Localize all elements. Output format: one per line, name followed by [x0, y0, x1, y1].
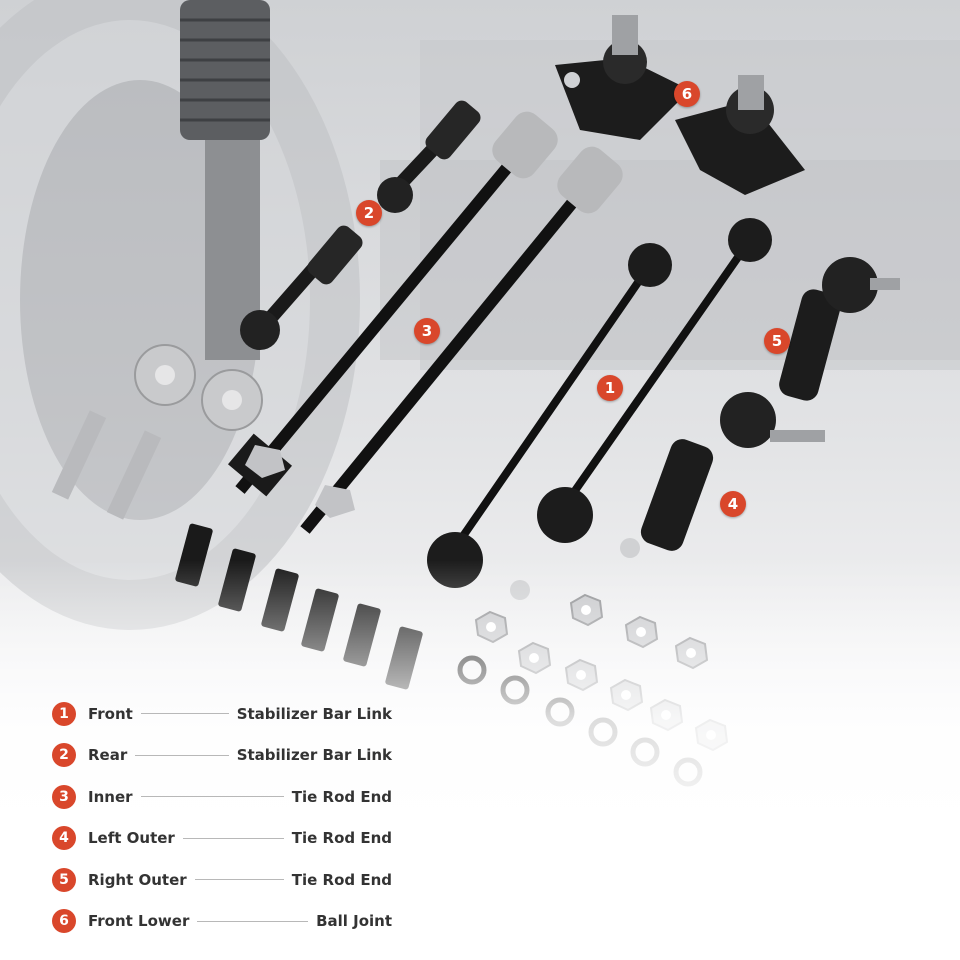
legend-divider	[135, 754, 229, 756]
legend-number: 2	[52, 743, 76, 768]
legend-number: 1	[52, 701, 76, 726]
legend-divider	[197, 920, 309, 922]
legend-divider	[182, 837, 284, 839]
inner-tie-rod-2	[300, 146, 623, 534]
front-stabilizer-link-2	[537, 218, 772, 558]
legend-part: Stabilizer Bar Link	[236, 746, 392, 765]
right-outer-tie-rod-end	[779, 257, 900, 401]
legend-position: Rear	[88, 746, 128, 765]
marker-2: 2	[356, 200, 382, 226]
marker-5: 5	[764, 328, 790, 354]
marker-1: 1	[597, 375, 623, 401]
silver-bolts	[51, 410, 162, 520]
legend-position: Inner	[88, 787, 133, 806]
legend-row: 1 Front Stabilizer Bar Link	[52, 693, 392, 735]
marker-4: 4	[720, 491, 746, 517]
inner-tie-rod-1	[227, 111, 558, 497]
left-outer-tie-rod-end	[640, 392, 825, 551]
legend-divider	[140, 796, 284, 798]
legend-position: Front Lower	[88, 912, 190, 931]
legend-divider	[140, 713, 229, 715]
legend-position: Right Outer	[88, 870, 187, 889]
legend-number: 5	[52, 867, 76, 892]
legend-row: 2 Rear Stabilizer Bar Link	[52, 735, 392, 777]
legend-part: Ball Joint	[316, 912, 392, 931]
legend-part: Tie Rod End	[291, 870, 392, 889]
legend-position: Front	[88, 704, 133, 723]
legend-row: 5 Right Outer Tie Rod End	[52, 859, 392, 901]
legend-divider	[194, 879, 284, 881]
washers	[134, 344, 263, 431]
legend-part: Stabilizer Bar Link	[236, 704, 392, 723]
rear-stabilizer-link	[240, 100, 481, 350]
ball-joint-2	[675, 75, 805, 195]
legend-row: 3 Inner Tie Rod End	[52, 776, 392, 818]
legend-position: Left Outer	[88, 829, 175, 848]
marker-3: 3	[414, 318, 440, 344]
legend-number: 4	[52, 826, 76, 851]
parts-legend: 1 Front Stabilizer Bar Link 2 Rear Stabi…	[52, 693, 392, 942]
legend-number: 3	[52, 784, 76, 809]
ball-joint-1	[555, 15, 690, 140]
legend-part: Tie Rod End	[291, 829, 392, 848]
legend-part: Tie Rod End	[291, 787, 392, 806]
marker-6: 6	[674, 81, 700, 107]
legend-number: 6	[52, 909, 76, 934]
legend-row: 6 Front Lower Ball Joint	[52, 901, 392, 943]
legend-row: 4 Left Outer Tie Rod End	[52, 818, 392, 860]
bottom-fade	[0, 560, 960, 960]
